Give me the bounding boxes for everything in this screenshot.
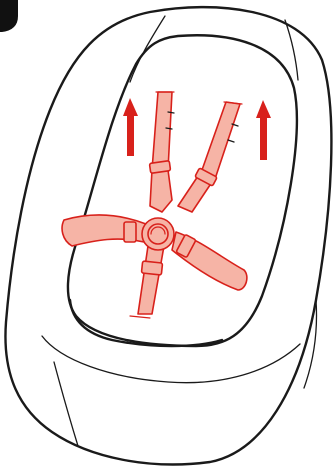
crotch-strap xyxy=(138,246,164,314)
right-slot-mark-2 xyxy=(228,140,234,142)
crotch-slot xyxy=(130,316,150,318)
seat-front-curve xyxy=(42,336,300,383)
seat-inner-pad xyxy=(68,35,297,346)
left-up-arrow-icon xyxy=(123,98,138,156)
left-shoulder-slider xyxy=(149,161,170,174)
left-shoulder-strap xyxy=(150,92,172,212)
right-up-arrow-icon xyxy=(256,100,271,160)
five-point-harness xyxy=(62,92,247,318)
crotch-slider xyxy=(141,261,162,275)
step-badge-icon xyxy=(0,0,18,32)
shell-seam-bottom-left xyxy=(54,362,78,446)
left-lap-slider xyxy=(124,222,136,242)
right-shoulder-strap xyxy=(178,102,240,212)
